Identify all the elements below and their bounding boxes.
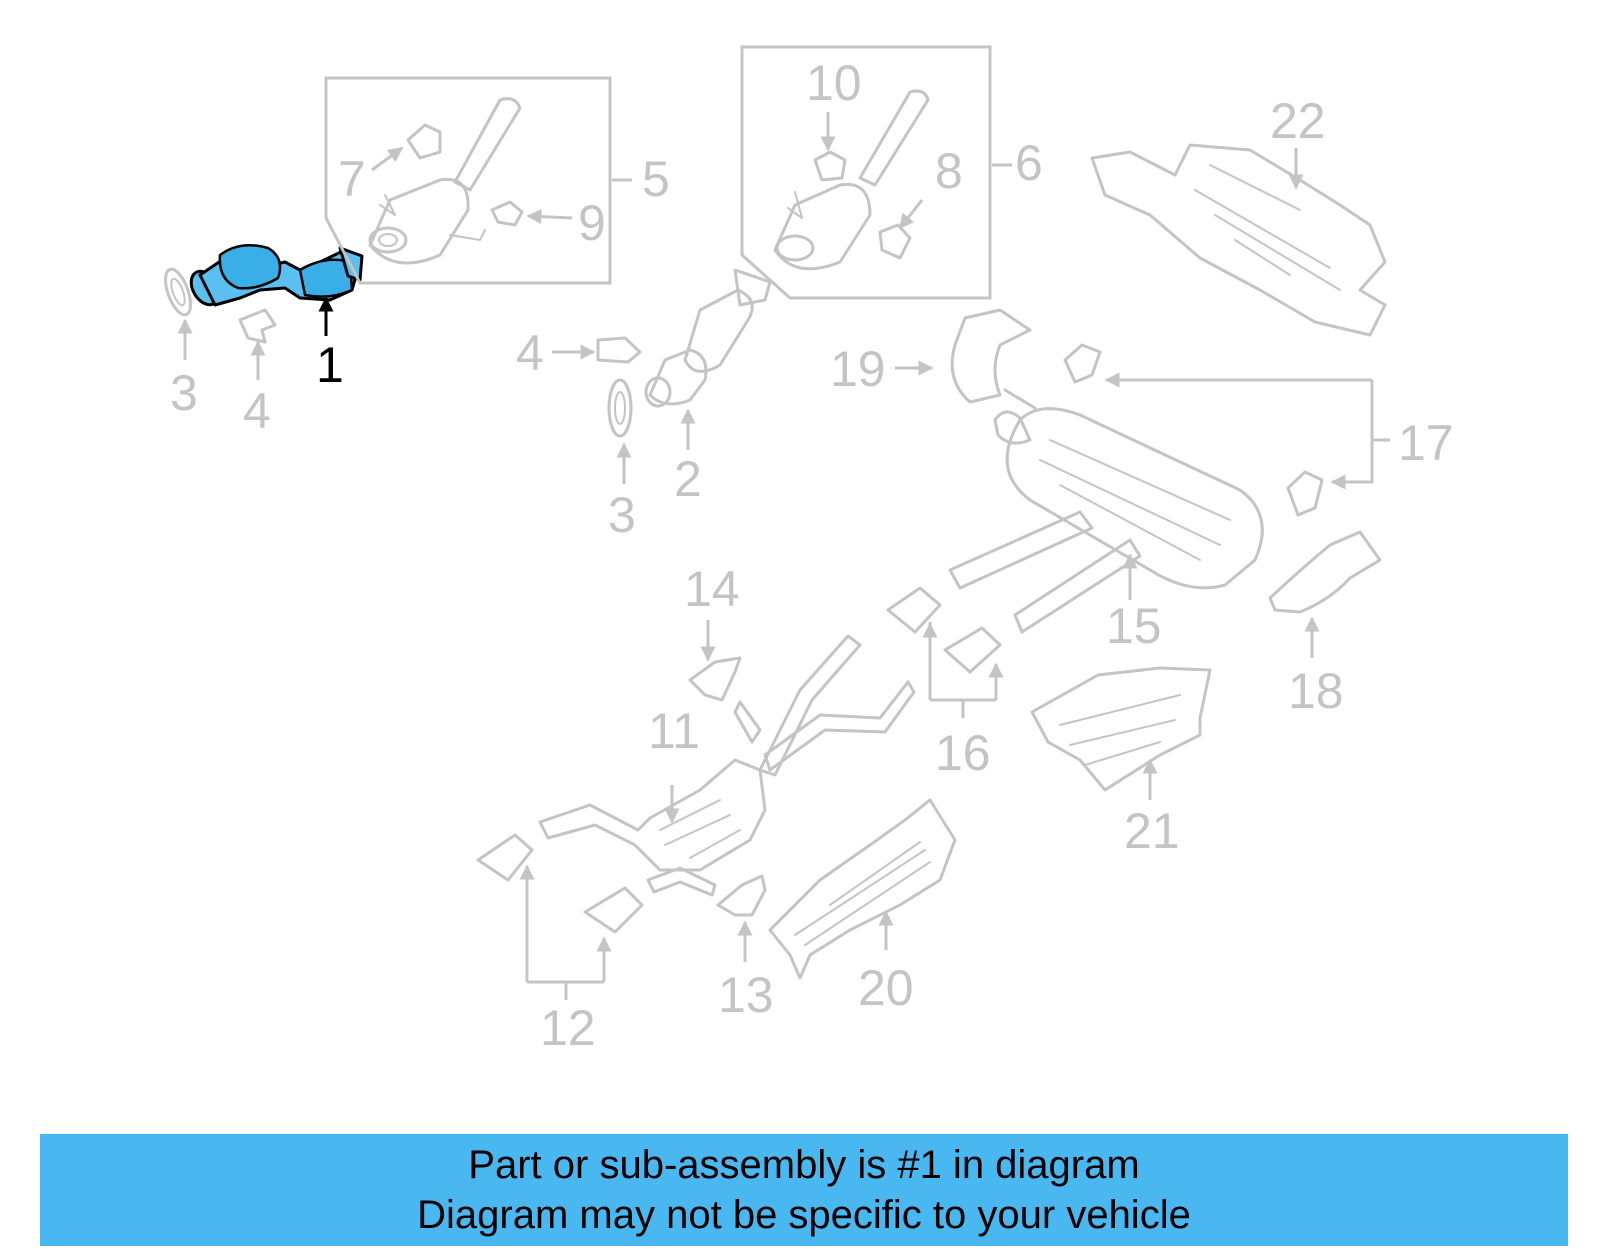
exhaust-parts-diagram: 1 3 4 5 7 9 6 10 8 (164, 45, 1454, 1056)
callout-3a: 3 (170, 365, 198, 421)
banner-line-2: Diagram may not be specific to your vehi… (417, 1193, 1191, 1237)
callout-15: 15 (1106, 598, 1162, 654)
part-15-muffler (948, 388, 1264, 634)
callout-16: 16 (935, 725, 991, 781)
part-19-tail-pipe (950, 308, 1032, 404)
assembly-box-6 (740, 45, 992, 300)
part-2-catalytic-converter (644, 268, 772, 408)
part-5-converter-assembly (368, 97, 524, 265)
callout-21: 21 (1124, 803, 1180, 859)
part-4-bracket-right (596, 336, 642, 364)
callout-8: 8 (935, 143, 963, 199)
assembly-box-5 (324, 76, 612, 285)
callout-6: 6 (1015, 135, 1043, 191)
part-16-clamp-lower (943, 626, 1002, 674)
callout-9: 9 (578, 195, 606, 251)
banner-line-1: Part or sub-assembly is #1 in diagram (468, 1143, 1140, 1187)
part-13-hanger (716, 874, 767, 917)
part-4-bracket-left (238, 308, 277, 344)
part-16-clamp-upper (886, 586, 942, 634)
callout-7: 7 (338, 151, 366, 207)
info-banner: Part or sub-assembly is #1 in diagram Di… (40, 1134, 1568, 1246)
part-12-clamp-right (583, 886, 644, 934)
callout-19: 19 (830, 341, 886, 397)
callout-17: 17 (1398, 415, 1454, 471)
part-12-clamp-left (476, 833, 534, 882)
callout-4a: 4 (243, 383, 271, 439)
part-21-heat-shield (1030, 666, 1212, 792)
part-6-converter-assembly (773, 89, 930, 271)
callout-20: 20 (858, 960, 914, 1016)
part-3-gasket-right (607, 378, 633, 438)
part-11-intermediate-pipe (538, 634, 916, 897)
callout-22: 22 (1270, 93, 1326, 149)
part-17-hanger-lower (1286, 470, 1324, 517)
callout-10: 10 (806, 55, 862, 111)
callout-12: 12 (540, 1000, 596, 1056)
callout-14: 14 (684, 561, 740, 617)
callout-18: 18 (1288, 663, 1344, 719)
part-14-hanger (688, 656, 742, 702)
part-1-catalytic-converter[interactable] (186, 243, 364, 309)
part-20-heat-shield (768, 798, 957, 980)
callout-2: 2 (674, 451, 702, 507)
part-17-hanger-upper (1063, 343, 1102, 384)
part-18-tail-pipe (1268, 530, 1382, 614)
callout-13: 13 (718, 967, 774, 1023)
callout-3b: 3 (608, 487, 636, 543)
callout-11: 11 (648, 703, 700, 759)
callout-1: 1 (316, 337, 344, 393)
callout-5: 5 (642, 151, 670, 207)
part-3-gasket-left (164, 267, 192, 317)
part-22-heat-shield (1090, 143, 1387, 337)
callout-4b: 4 (516, 325, 544, 381)
